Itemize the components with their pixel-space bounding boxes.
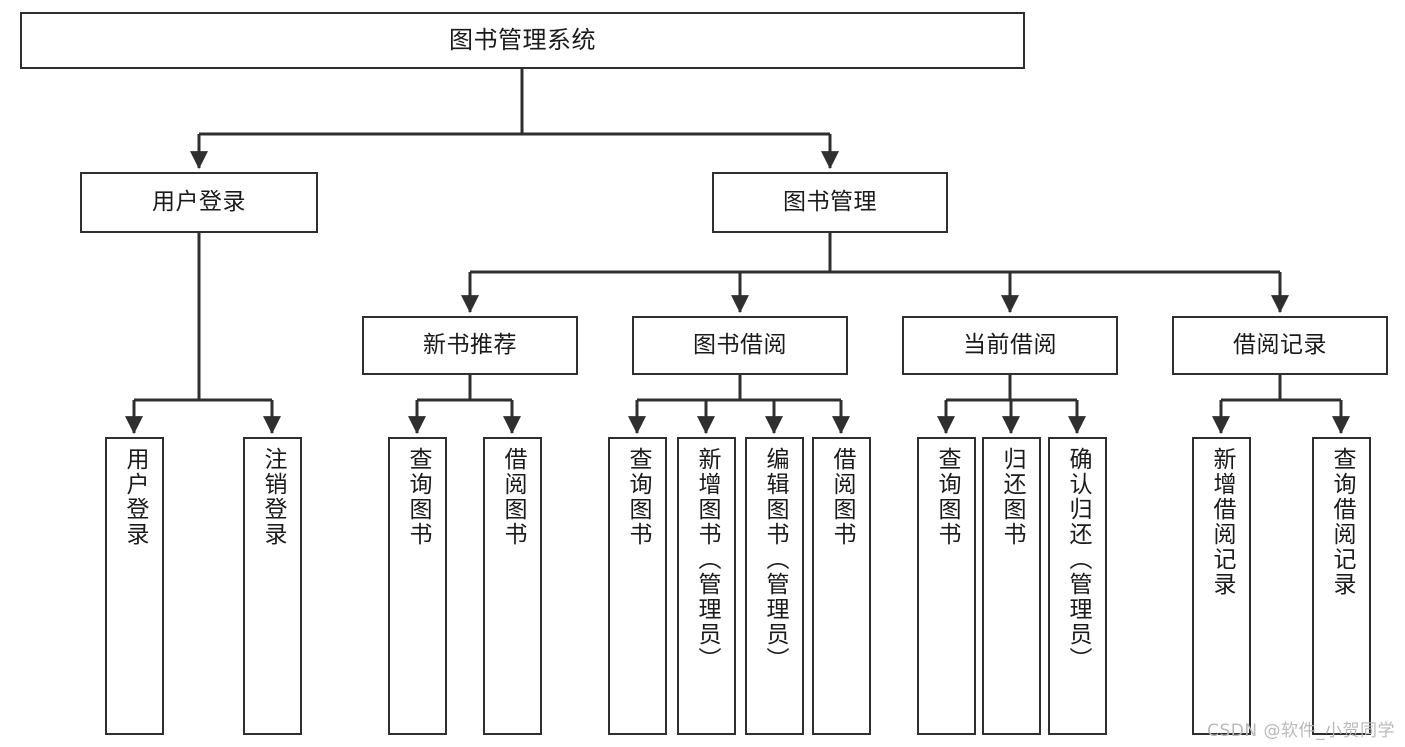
- node-root[interactable]: 图书管理系统: [20, 12, 1025, 69]
- node-user-login[interactable]: 用户登录: [80, 172, 318, 233]
- node-book-manage[interactable]: 图书管理: [712, 172, 948, 233]
- node-root-label: 图书管理系统: [449, 26, 596, 55]
- node-leaf-edit-book[interactable]: 编辑图书（管理员）: [745, 437, 804, 735]
- node-leaf-logout-login-label: 注销登录: [260, 447, 286, 547]
- node-current-borrow[interactable]: 当前借阅: [902, 316, 1118, 375]
- node-leaf-add-book[interactable]: 新增图书（管理员）: [677, 437, 736, 735]
- node-book-borrow[interactable]: 图书借阅: [632, 316, 848, 375]
- node-leaf-query-book-2[interactable]: 查询图书: [608, 437, 667, 735]
- node-leaf-query-book-1[interactable]: 查询图书: [388, 437, 447, 735]
- node-leaf-confirm-return-label: 确认归还（管理员）: [1065, 447, 1091, 672]
- node-leaf-return-book[interactable]: 归还图书: [982, 437, 1041, 735]
- node-leaf-borrow-book-2[interactable]: 借阅图书: [812, 437, 871, 735]
- node-leaf-borrow-book-2-label: 借阅图书: [829, 447, 855, 547]
- node-leaf-borrow-book-1[interactable]: 借阅图书: [483, 437, 542, 735]
- node-leaf-confirm-return[interactable]: 确认归还（管理员）: [1048, 437, 1107, 735]
- node-leaf-query-book-3-label: 查询图书: [934, 447, 960, 547]
- node-leaf-query-record[interactable]: 查询借阅记录: [1312, 437, 1371, 735]
- node-leaf-add-book-label: 新增图书（管理员）: [694, 447, 720, 672]
- node-leaf-return-book-label: 归还图书: [999, 447, 1025, 547]
- node-leaf-query-book-1-label: 查询图书: [405, 447, 431, 547]
- node-leaf-user-login-label: 用户登录: [122, 447, 148, 547]
- node-leaf-add-record[interactable]: 新增借阅记录: [1192, 437, 1251, 735]
- node-leaf-query-book-2-label: 查询图书: [625, 447, 651, 547]
- node-leaf-logout-login[interactable]: 注销登录: [243, 437, 302, 735]
- node-leaf-query-record-label: 查询借阅记录: [1329, 447, 1355, 597]
- csdn-watermark: CSDN @软件_小贺同学: [1207, 721, 1395, 741]
- node-leaf-borrow-book-1-label: 借阅图书: [500, 447, 526, 547]
- node-new-book-recommend-label: 新书推荐: [423, 331, 517, 358]
- node-leaf-add-record-label: 新增借阅记录: [1209, 447, 1235, 597]
- node-book-borrow-label: 图书借阅: [693, 331, 787, 358]
- node-borrow-record[interactable]: 借阅记录: [1172, 316, 1388, 375]
- node-leaf-query-book-3[interactable]: 查询图书: [917, 437, 976, 735]
- node-new-book-recommend[interactable]: 新书推荐: [362, 316, 578, 375]
- node-borrow-record-label: 借阅记录: [1233, 331, 1327, 358]
- node-user-login-label: 用户登录: [152, 188, 246, 215]
- node-book-manage-label: 图书管理: [783, 188, 877, 215]
- node-leaf-edit-book-label: 编辑图书（管理员）: [762, 447, 788, 672]
- node-current-borrow-label: 当前借阅: [963, 331, 1057, 358]
- node-leaf-user-login[interactable]: 用户登录: [105, 437, 164, 735]
